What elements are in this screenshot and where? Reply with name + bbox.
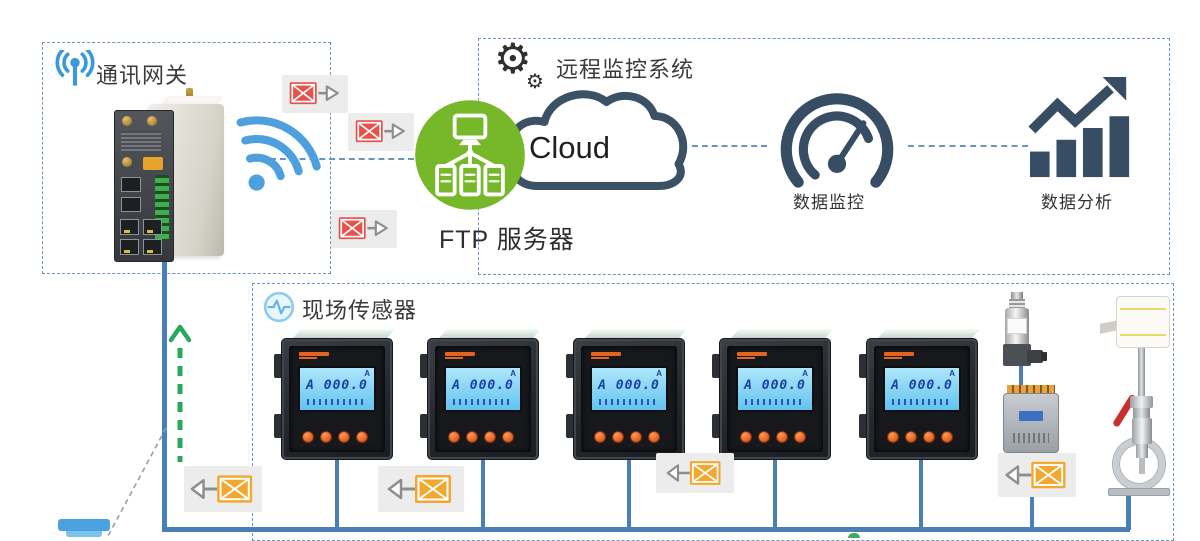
meter-3-drop-line (627, 458, 631, 528)
mail-right-icon (289, 82, 339, 105)
mail-left-icon (666, 461, 721, 485)
gear-icon: ⚙ (494, 35, 532, 82)
meter-lcd: A A 000.0 (883, 366, 961, 412)
meter-logo (445, 352, 475, 359)
meter-button (338, 431, 350, 443)
meter-button (466, 431, 478, 443)
remote-box-title: 远程监控系统 (556, 57, 695, 82)
up-arrow-icon (168, 324, 192, 462)
gateway-box-title: 通讯网关 (96, 63, 189, 88)
meter-button (923, 431, 935, 443)
flow-meter (1088, 296, 1180, 496)
ftp-server-label: FTP 服务器 (439, 226, 575, 254)
waveform-icon (263, 291, 295, 323)
mail-download-chip (998, 453, 1076, 497)
cloud-label: Cloud (529, 130, 610, 165)
diagonal-dashed-line (107, 427, 167, 537)
ethernet-port (143, 239, 162, 255)
meter-reading: A 000.0 (452, 378, 514, 393)
meter-1-drop-line (335, 458, 339, 528)
meter-reading: A 000.0 (891, 378, 953, 393)
cloud-gauge-dashed-link (692, 145, 767, 147)
green-marker (848, 533, 860, 538)
ethernet-port (143, 219, 162, 235)
power-meter-1: A A 000.0 (274, 329, 396, 460)
meter-reading: A 000.0 (744, 378, 806, 393)
rs485-bus-line (162, 527, 1130, 532)
meter-button (887, 431, 899, 443)
meter-button (320, 431, 332, 443)
ethernet-port (120, 219, 139, 235)
ethernet-port (120, 239, 139, 255)
ethernet-port (121, 177, 141, 192)
gear-small-icon: ⚙ (526, 71, 544, 93)
meter-logo (737, 352, 767, 359)
mail-right-icon (338, 217, 388, 240)
io-module (1003, 385, 1059, 453)
mail-download-chip (656, 453, 734, 493)
mail-download-chip (184, 466, 262, 512)
meter-button (794, 431, 806, 443)
mail-left-icon (190, 475, 253, 503)
meter-5-drop-line (919, 458, 923, 528)
transmitter-module-line (1019, 364, 1023, 388)
power-meter-3: A A 000.0 (566, 329, 688, 460)
data-monitoring-label: 数据监控 (793, 193, 865, 212)
mail-left-icon (1005, 461, 1066, 489)
pressure-transmitter (993, 292, 1053, 370)
gateway-ftp-dashed-link (270, 158, 414, 160)
gateway-front-panel (114, 110, 174, 262)
sensor-box-title: 现场传感器 (302, 298, 418, 323)
power-meter-2: A A 000.0 (420, 329, 542, 460)
ethernet-port (121, 197, 141, 212)
meter-button (776, 431, 788, 443)
meter-button (448, 431, 460, 443)
mail-upload-chip (348, 113, 414, 151)
meter-logo (591, 352, 621, 359)
data-analysis-label: 数据分析 (1041, 193, 1113, 212)
meter-4-drop-line (773, 458, 777, 528)
meter-lcd: A A 000.0 (298, 366, 376, 412)
led-matrix (121, 131, 161, 151)
meter-lcd: A A 000.0 (444, 366, 522, 412)
meter-reading: A 000.0 (598, 378, 660, 393)
signal-icon (55, 50, 95, 86)
meter-button (356, 431, 368, 443)
meter-logo (299, 352, 329, 359)
power-meter-4: A A 000.0 (712, 329, 834, 460)
gateway-device (110, 88, 240, 264)
meter-lcd: A A 000.0 (590, 366, 668, 412)
flow-meter-drop-line (1126, 492, 1131, 530)
meter-logo (884, 352, 914, 359)
meter-button (302, 431, 314, 443)
meter-button (630, 431, 642, 443)
ftp-server-icon (415, 100, 525, 210)
meter-2-drop-line (481, 458, 485, 528)
meter-reading: A 000.0 (306, 378, 368, 393)
bar-chart-icon (1028, 76, 1130, 178)
meter-button (594, 431, 606, 443)
gauge-chart-dashed-link (908, 145, 1028, 147)
mail-left-icon (387, 475, 451, 503)
meter-lcd: A A 000.0 (736, 366, 814, 412)
gauge-icon (780, 93, 894, 188)
meter-button (758, 431, 770, 443)
meter-button (941, 431, 953, 443)
computer-icon (58, 519, 110, 537)
power-meter-5: A A 000.0 (859, 329, 981, 460)
gateway-logo (143, 157, 163, 170)
meter-button (740, 431, 752, 443)
meter-button (905, 431, 917, 443)
meter-button (612, 431, 624, 443)
mail-upload-chip (282, 75, 348, 113)
meter-button (648, 431, 660, 443)
mail-download-chip (378, 466, 464, 512)
mail-upload-chip (331, 210, 397, 248)
meter-button (502, 431, 514, 443)
mail-right-icon (355, 120, 405, 143)
meter-button (484, 431, 496, 443)
wifi-waves-icon (236, 116, 321, 191)
gateway-bus-drop-line (162, 186, 167, 530)
